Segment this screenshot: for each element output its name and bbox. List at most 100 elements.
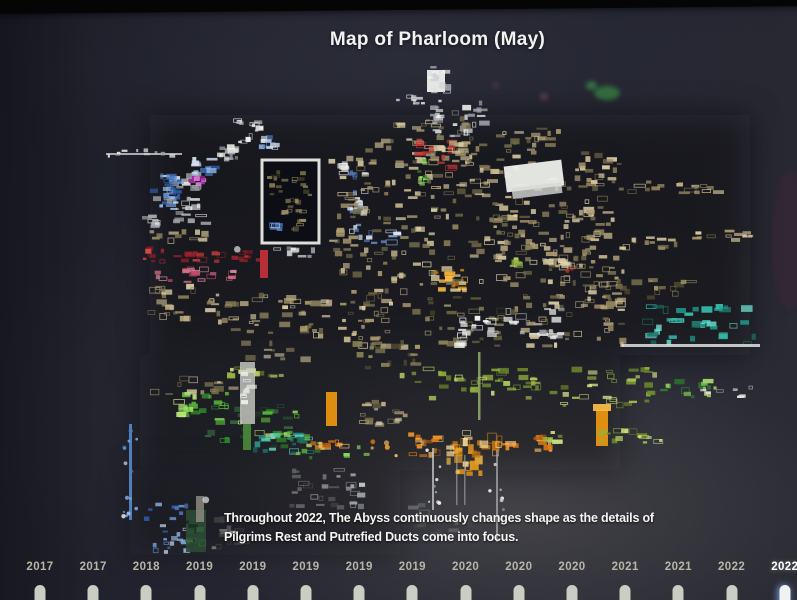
map-cluster bbox=[700, 385, 753, 398]
map-cluster bbox=[173, 392, 229, 418]
timeline-tick[interactable] bbox=[300, 585, 312, 600]
map-cluster bbox=[565, 266, 574, 273]
map-clusters bbox=[106, 66, 797, 555]
timeline-tick[interactable] bbox=[406, 585, 418, 600]
timeline-year-label[interactable]: 2020 bbox=[452, 561, 480, 573]
map-cluster bbox=[234, 246, 241, 253]
map-cluster bbox=[540, 93, 548, 100]
map-cluster bbox=[692, 229, 754, 242]
map-cluster bbox=[509, 257, 523, 268]
timeline-tick[interactable] bbox=[194, 585, 206, 600]
map-cluster bbox=[414, 138, 458, 172]
map-cluster bbox=[149, 186, 182, 210]
map-cluster bbox=[433, 268, 468, 293]
map-cluster bbox=[492, 82, 499, 88]
map-cluster bbox=[399, 366, 542, 401]
map-cluster bbox=[196, 496, 204, 522]
map-cluster bbox=[566, 151, 624, 191]
timeline-tick[interactable] bbox=[726, 585, 738, 600]
map-cluster bbox=[454, 315, 499, 348]
timeline-year-label[interactable]: 2022 bbox=[771, 561, 797, 573]
timeline-year-label[interactable]: 2020 bbox=[505, 561, 533, 573]
map-cluster bbox=[233, 118, 264, 144]
map-cluster bbox=[269, 221, 283, 231]
map-cluster bbox=[432, 448, 434, 510]
timeline-tick[interactable] bbox=[247, 585, 259, 600]
timeline-tick[interactable] bbox=[566, 585, 578, 600]
map-cluster bbox=[453, 141, 474, 166]
map-cluster bbox=[173, 250, 263, 263]
map-cluster bbox=[147, 283, 196, 322]
map-cluster bbox=[509, 292, 627, 348]
map-cluster bbox=[451, 100, 490, 126]
map-cluster bbox=[188, 175, 207, 186]
map-cluster bbox=[478, 352, 481, 420]
timeline-year-label[interactable]: 2019 bbox=[186, 561, 214, 573]
timeline-year-label[interactable]: 2017 bbox=[79, 561, 107, 573]
timeline-tick[interactable] bbox=[779, 585, 791, 600]
timeline-year-label[interactable]: 2021 bbox=[664, 561, 692, 573]
timeline: 2017 2017 2018 2019 2019 2019 2019 2019 2020 2020… bbox=[0, 555, 797, 600]
map-cluster bbox=[558, 195, 615, 256]
map-cluster bbox=[620, 278, 697, 300]
timeline-tick[interactable] bbox=[353, 585, 365, 600]
timeline-year-label[interactable]: 2017 bbox=[26, 561, 54, 573]
map-cluster bbox=[142, 246, 166, 264]
timeline-tick[interactable] bbox=[513, 585, 525, 600]
map-cluster bbox=[260, 250, 268, 278]
timeline-year-label[interactable]: 2021 bbox=[611, 561, 639, 573]
map-cluster bbox=[772, 170, 797, 310]
map-cluster bbox=[660, 378, 717, 399]
map-cluster bbox=[503, 307, 565, 340]
map-cluster bbox=[627, 180, 724, 195]
map-cluster bbox=[408, 432, 444, 458]
map-cluster bbox=[428, 66, 452, 94]
map-cluster bbox=[597, 428, 664, 444]
timeline-year-label[interactable]: 2019 bbox=[292, 561, 320, 573]
map-cluster bbox=[107, 148, 176, 158]
timeline-year-label[interactable]: 2019 bbox=[239, 561, 267, 573]
map-cluster bbox=[430, 99, 445, 150]
map-cluster bbox=[352, 341, 422, 370]
map-cluster bbox=[364, 229, 402, 246]
map-cluster bbox=[253, 432, 315, 455]
timeline-year-label[interactable]: 2022 bbox=[718, 561, 746, 573]
map-cluster bbox=[488, 462, 505, 521]
timeline-tick[interactable] bbox=[672, 585, 684, 600]
map-cluster bbox=[273, 246, 315, 258]
map-cluster bbox=[191, 157, 220, 176]
map-cluster bbox=[258, 135, 280, 150]
timeline-year-label[interactable]: 2020 bbox=[558, 561, 586, 573]
map-cluster bbox=[267, 170, 312, 232]
timeline-tick[interactable] bbox=[619, 585, 631, 600]
map-cluster bbox=[289, 467, 345, 510]
map-cluster bbox=[337, 161, 350, 176]
map-cluster bbox=[425, 448, 442, 505]
map-cluster bbox=[642, 304, 756, 346]
map-cluster bbox=[240, 372, 257, 405]
map-cluster bbox=[396, 94, 425, 105]
timeline-tick[interactable] bbox=[34, 585, 46, 600]
map-cluster bbox=[202, 496, 210, 504]
map-cluster bbox=[417, 159, 430, 186]
timeline-year-label[interactable]: 2018 bbox=[132, 561, 160, 573]
timeline-tick[interactable] bbox=[460, 585, 472, 600]
timeline-tick[interactable] bbox=[140, 585, 152, 600]
timeline-tick[interactable] bbox=[87, 585, 99, 600]
map-cluster bbox=[594, 86, 620, 100]
map-cluster bbox=[496, 450, 498, 542]
map-cluster bbox=[121, 428, 139, 519]
map-cluster bbox=[211, 516, 254, 550]
map-cluster bbox=[150, 115, 750, 355]
map-cluster bbox=[586, 81, 597, 90]
map-cluster bbox=[464, 455, 466, 505]
timeline-year-label[interactable]: 2019 bbox=[398, 561, 426, 573]
map-cluster bbox=[278, 295, 333, 339]
timeline-year-label[interactable]: 2019 bbox=[345, 561, 373, 573]
map-cluster bbox=[241, 340, 311, 363]
map-cluster bbox=[205, 292, 274, 334]
map-cluster bbox=[511, 181, 563, 200]
map-cluster bbox=[549, 366, 657, 409]
map-cluster bbox=[408, 500, 475, 538]
map-cluster bbox=[543, 431, 563, 445]
